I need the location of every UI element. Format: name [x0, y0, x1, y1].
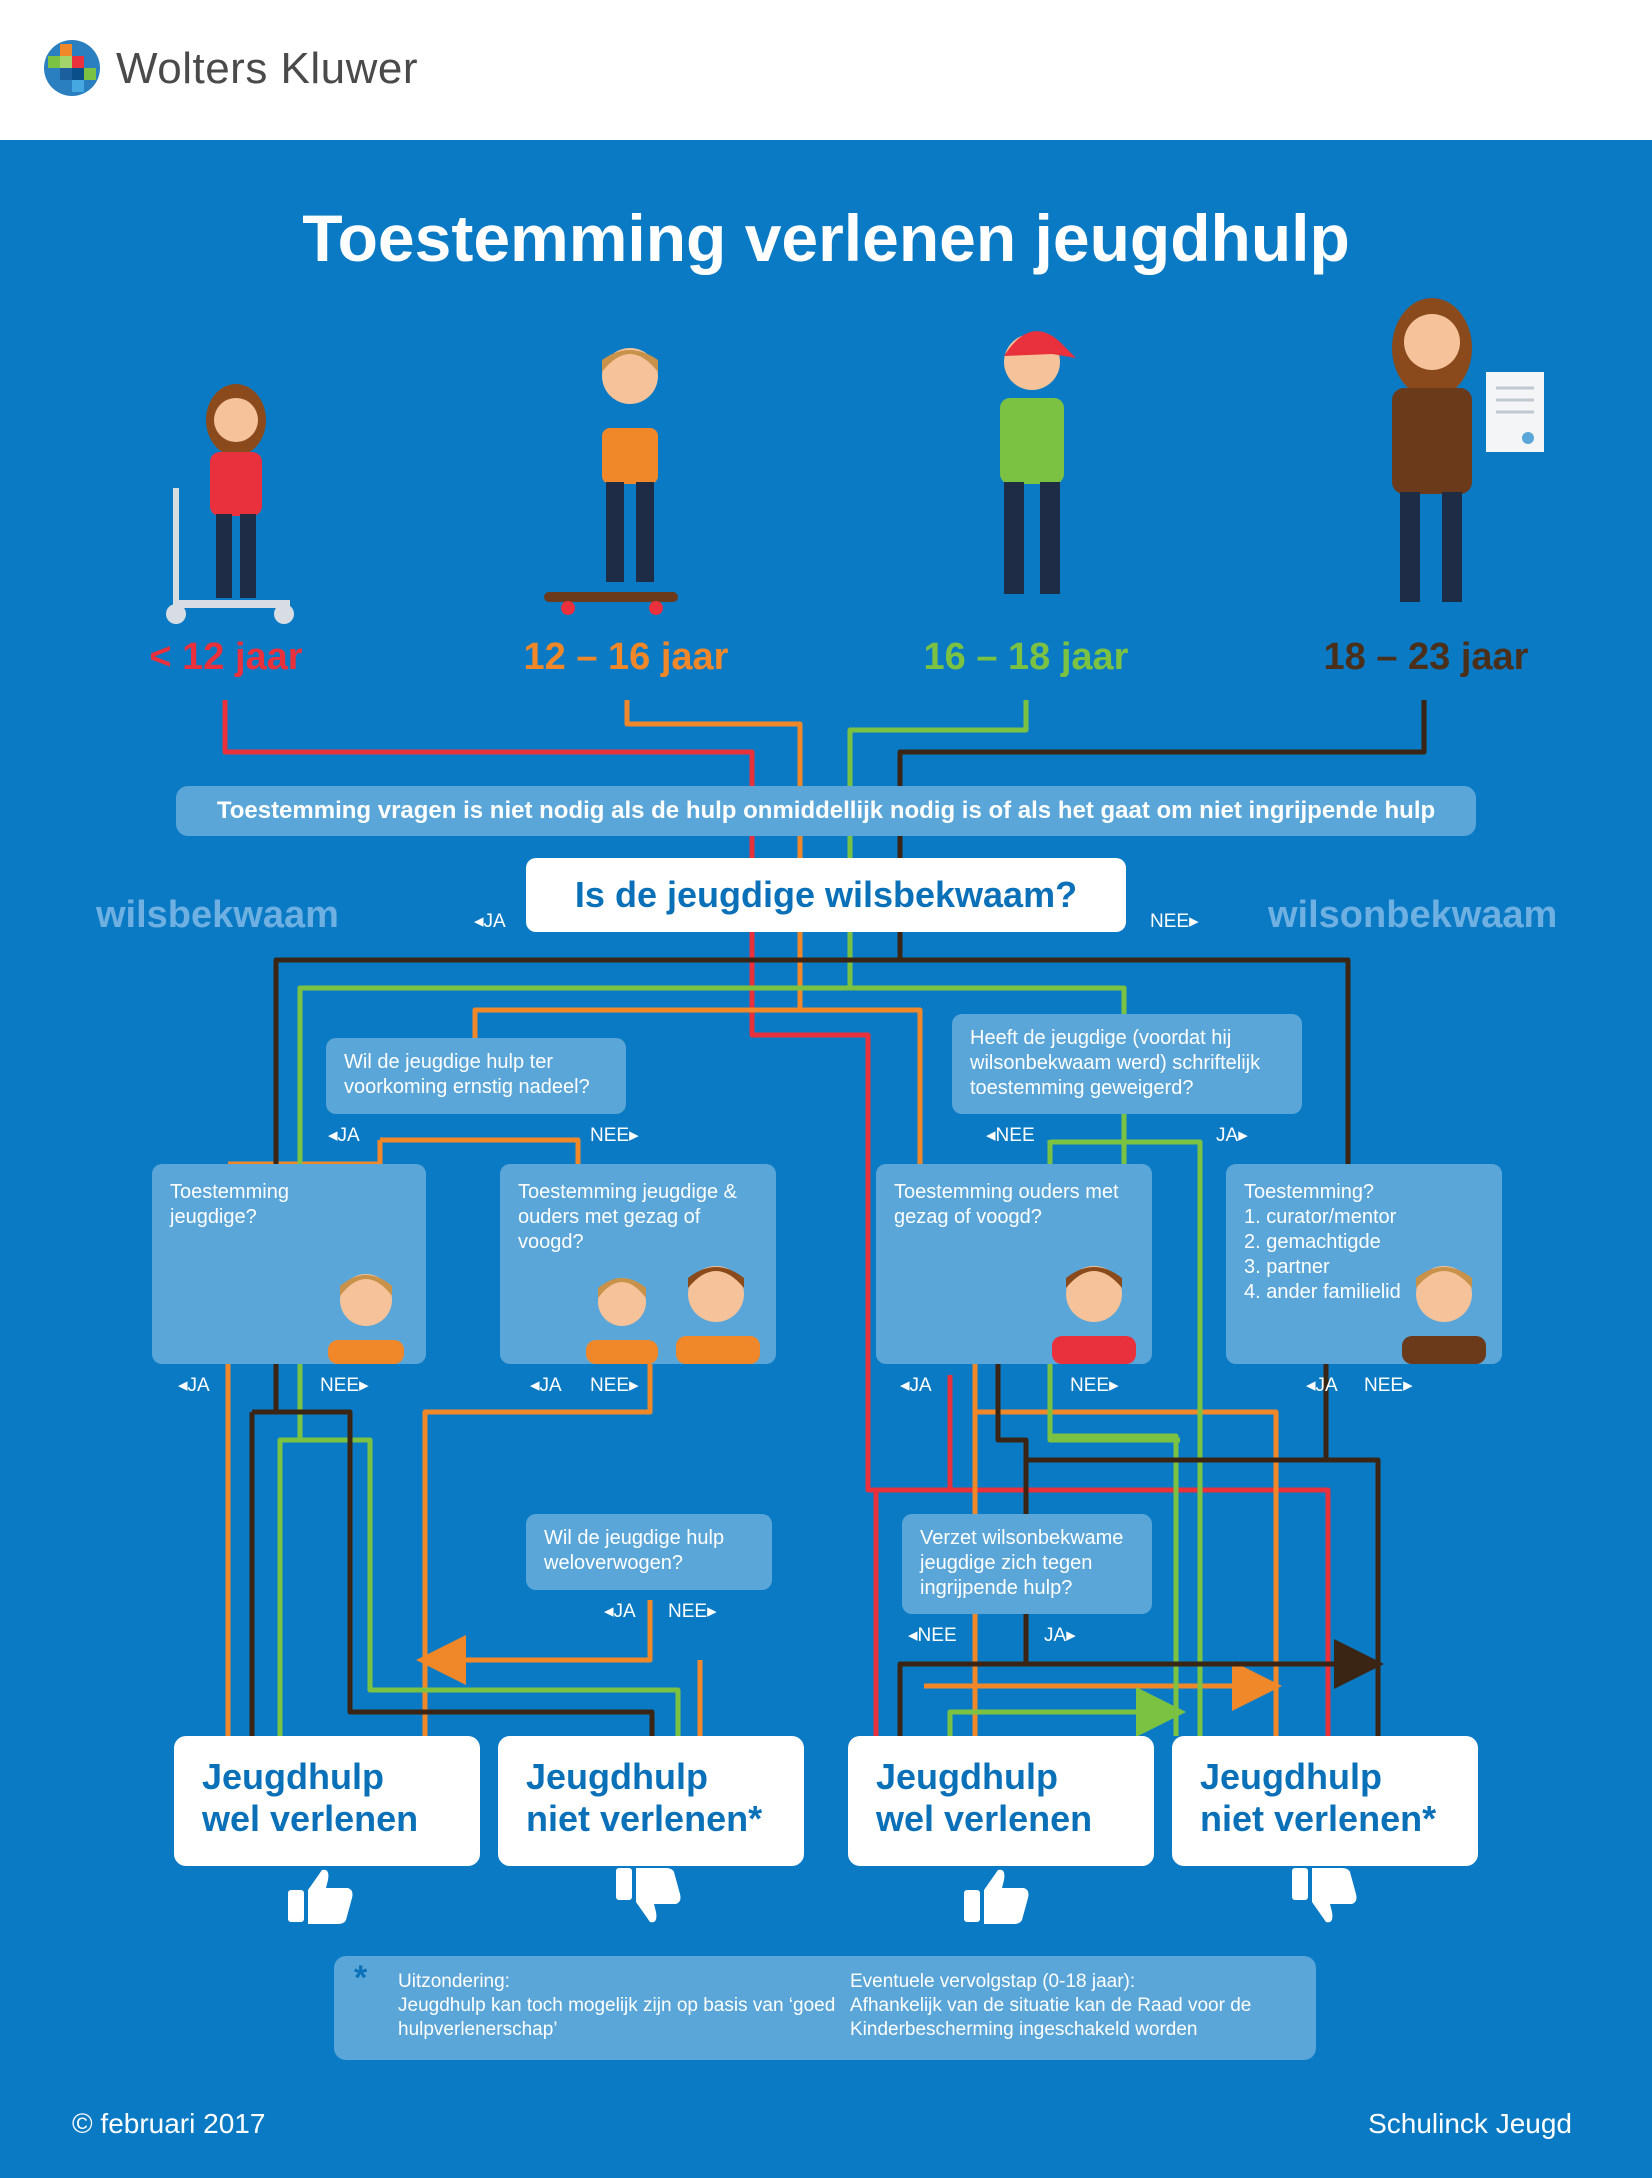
thumbs-down-icon	[616, 1868, 681, 1923]
result-wel-verlenen-right: Jeugdhulp wel verlenen	[848, 1736, 1154, 1866]
consent-ouders-text: Toestemming ouders met gezag of voogd?	[894, 1181, 1119, 1228]
consent-anders-item: 4. ander familielid	[1244, 1281, 1401, 1303]
thumbs-up-icon	[964, 1869, 1029, 1924]
weloverwogen-yes-label: ◂JA	[604, 1601, 636, 1622]
adult-avatar-icon	[1402, 1266, 1486, 1364]
consent-anders-item: 2. gemachtigde	[1244, 1231, 1381, 1253]
consent-anders-box: Toestemming? 1. curator/mentor 2. gemach…	[1226, 1164, 1502, 1364]
brand-name: Wolters Kluwer	[116, 44, 419, 93]
boy-cap-illustration	[1000, 331, 1076, 594]
result-wel-verlenen-left: Jeugdhulp wel verlenen	[174, 1736, 480, 1866]
anders-yes-label: ◂JA	[1306, 1375, 1338, 1396]
boy-skateboard-illustration	[544, 348, 678, 615]
consent-anders-title: Toestemming?	[1244, 1181, 1375, 1203]
no-consent-needed-note: Toestemming vragen is niet nodig als de …	[176, 786, 1476, 836]
result-niet-verlenen-left: Jeugdhulp niet verlenen*	[498, 1736, 804, 1866]
verzet-yes-label: JA▸	[1044, 1625, 1076, 1646]
age-label-12-16: 12 – 16 jaar	[523, 636, 729, 678]
young-woman-certificate-illustration	[1392, 298, 1544, 602]
verzet-no-label: ◂NEE	[908, 1625, 957, 1646]
footnote-box: * Uitzondering: Jeugdhulp kan toch mogel…	[334, 1956, 1316, 2060]
consent-jeugdige-box: Toestemming jeugdige?	[152, 1164, 426, 1364]
consent-anders-item: 1. curator/mentor	[1244, 1206, 1397, 1228]
page-title: Toestemming verlenen jeugdhulp	[302, 201, 1350, 275]
exception-note: Uitzondering: Jeugdhulp kan toch mogelij…	[398, 1971, 836, 2040]
consent-jeugdige-text: Toestemming jeugdige?	[170, 1181, 289, 1228]
age-label-18-23: 18 – 23 jaar	[1323, 636, 1529, 678]
geweigerd-yes-label: JA▸	[1216, 1125, 1248, 1146]
ouders-no-label: NEE▸	[1070, 1375, 1119, 1396]
main-question: Is de jeugdige wilsbekwaam?	[526, 858, 1126, 932]
thumbs-down-icon	[1292, 1868, 1357, 1923]
question-weloverwogen: Wil de jeugdige hulp weloverwogen?	[526, 1514, 772, 1590]
copyright-date: © februari 2017	[72, 2108, 266, 2139]
header: Wolters Kluwer	[0, 0, 1652, 140]
consent-ouders-box: Toestemming ouders met gezag of voogd?	[876, 1164, 1152, 1364]
anders-no-label: NEE▸	[1364, 1375, 1413, 1396]
wolters-kluwer-logo-icon	[44, 40, 100, 96]
question-nadeel: Wil de jeugdige hulp ter voorkoming erns…	[326, 1038, 626, 1114]
question-geweigerd: Heeft de jeugdige (voordat hij wilsonbek…	[952, 1014, 1302, 1114]
geweigerd-no-label: ◂NEE	[986, 1125, 1035, 1146]
asterisk-mark: *	[354, 1959, 368, 1997]
girl-scooter-illustration	[166, 384, 294, 624]
consent-jeugdige-ouders-text: Toestemming jeugdige & ouders met gezag …	[518, 1181, 738, 1253]
publisher-name: Schulinck Jeugd	[1368, 2108, 1572, 2139]
jeugdige-ouders-no-label: NEE▸	[590, 1375, 639, 1396]
consent-anders-item: 3. partner	[1244, 1256, 1330, 1278]
wilsbekwaam-label: wilsbekwaam	[96, 894, 339, 936]
age-label-under-12: < 12 jaar	[149, 636, 303, 678]
youth-avatar-icon	[328, 1274, 404, 1364]
question-verzet: Verzet wilsonbekwame jeugdige zich tegen…	[902, 1514, 1152, 1614]
jeugdige-no-label: NEE▸	[320, 1375, 369, 1396]
weloverwogen-no-label: NEE▸	[668, 1601, 717, 1622]
thumbs-up-icon	[288, 1869, 353, 1924]
nadeel-no-label: NEE▸	[590, 1125, 639, 1146]
result-niet-verlenen-right: Jeugdhulp niet verlenen*	[1172, 1736, 1478, 1866]
jeugdige-yes-label: ◂JA	[178, 1375, 210, 1396]
next-step-note: Eventuele vervolgstap (0-18 jaar): Afhan…	[850, 1971, 1252, 2040]
consent-jeugdige-ouders-box: Toestemming jeugdige & ouders met gezag …	[500, 1164, 776, 1364]
jeugdige-ouders-yes-label: ◂JA	[530, 1375, 562, 1396]
age-label-16-18: 16 – 18 jaar	[923, 636, 1129, 678]
wilsonbekwaam-label: wilsonbekwaam	[1268, 894, 1558, 936]
nadeel-yes-label: ◂JA	[328, 1125, 360, 1146]
parent-avatar-icon	[1052, 1266, 1136, 1364]
main-yes-label: ◂JA	[474, 911, 506, 932]
main-no-label: NEE▸	[1150, 911, 1199, 932]
youth-and-parent-avatar-icon	[586, 1266, 760, 1364]
ouders-yes-label: ◂JA	[900, 1375, 932, 1396]
